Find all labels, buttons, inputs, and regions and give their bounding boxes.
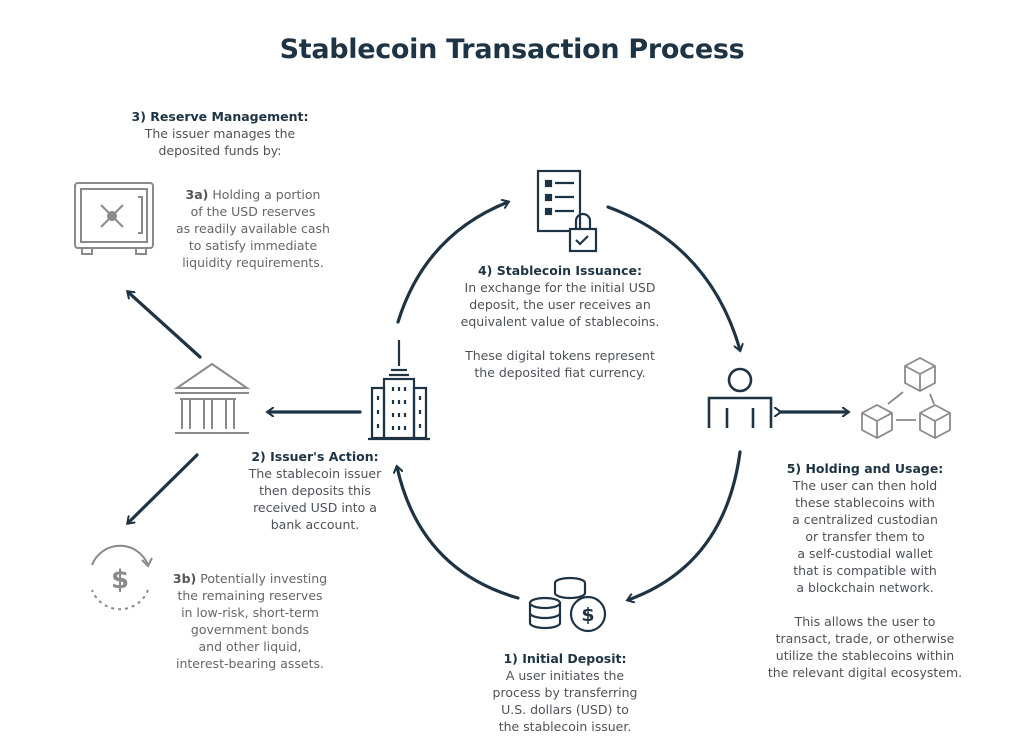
step-text: The stablecoin issuer [248,466,382,481]
coins-icon: $ [528,576,607,633]
bank-icon [173,362,251,434]
step-text: process by transferring [492,685,638,700]
document-lock-icon [536,169,598,253]
step-text: The user can then hold [792,478,938,493]
step-heading: 2) Issuer's Action: [251,449,379,464]
step-text: and other liquid, [198,639,302,654]
step-5-holding-and-usage: 5) Holding and Usage: The user can then … [760,460,970,681]
step-text: transact, trade, or otherwise [775,631,955,646]
step-text: that is compatible with [793,563,937,578]
step-text: a blockchain network. [796,580,934,595]
arrow-deposit-to-issuer [397,467,520,600]
step-3b-invest: 3b) Potentially investing the remaining … [160,570,340,672]
step-text: the relevant digital ecosystem. [767,665,963,680]
step-text: government bonds [190,622,310,637]
step-3a-cash: 3a) Holding a portion of the USD reserve… [163,186,343,271]
step-text: utilize the stablecoins within [775,648,955,663]
step-2-issuers-action: 2) Issuer's Action: The stablecoin issue… [225,448,405,533]
svg-text:$: $ [581,604,594,626]
step-text: a centralized custodian [792,512,938,527]
step-text: Holding a portion [212,187,321,202]
step-heading: 5) Holding and Usage: [786,461,944,476]
step-text: equivalent value of stablecoins. [460,314,660,329]
step-text: a self-custodial wallet [797,546,933,561]
page-title: Stablecoin Transaction Process [279,34,745,65]
user-icon [707,367,773,428]
step-text: the deposited fiat currency. [474,365,646,380]
step-text: as readily available cash [176,221,330,236]
step-text: deposit, the user receives an [469,297,651,312]
step-text: In exchange for the initial USD [464,280,656,295]
step-text: liquidity requirements. [182,255,324,270]
step-4-stablecoin-issuance: 4) Stablecoin Issuance: In exchange for … [450,262,670,381]
dollar-cycle-icon: $ [91,544,153,611]
arrow-bank-to-safe [128,292,202,359]
step-heading: 1) Initial Deposit: [503,651,627,666]
step-heading: 3) Reserve Management: [131,109,309,124]
blockchain-icon [861,356,951,440]
step-text: This allows the user to [794,614,936,629]
step-text: to satisfy immediate [188,238,318,253]
step-label: 3b) [172,571,197,586]
step-text: deposited funds by: [158,143,282,158]
arrow-bank-to-invest [128,453,199,523]
step-text: A user initiates the [505,668,625,683]
step-text: the remaining reserves [177,588,323,603]
step-text: received USD into a [253,500,377,515]
arrow-issuance-to-user [606,205,740,350]
step-text: then deposits this [259,483,371,498]
building-icon [368,340,430,441]
step-heading: 4) Stablecoin Issuance: [477,263,643,278]
step-text: bank account. [270,517,360,532]
svg-text:$: $ [111,565,129,595]
step-1-initial-deposit: 1) Initial Deposit: A user initiates the… [470,650,660,735]
step-text: these stablecoins with [795,495,935,510]
step-text: interest-bearing assets. [176,656,324,671]
step-3-reserve-management: 3) Reserve Management: The issuer manage… [110,108,330,159]
safe-icon [74,182,154,255]
step-text: Potentially investing [200,571,328,586]
arrow-user-to-deposit [628,450,742,600]
step-text: These digital tokens represent [465,348,655,363]
step-text: U.S. dollars (USD) to [501,702,629,717]
step-text: the stablecoin issuer. [498,719,632,734]
step-text: The issuer manages the [144,126,296,141]
step-text: in low-risk, short-term [181,605,319,620]
step-label: 3a) [185,187,209,202]
step-text: of the USD reserves [190,204,316,219]
arrow-issuer-to-issuance [396,202,508,324]
step-text: or transfer them to [805,529,925,544]
